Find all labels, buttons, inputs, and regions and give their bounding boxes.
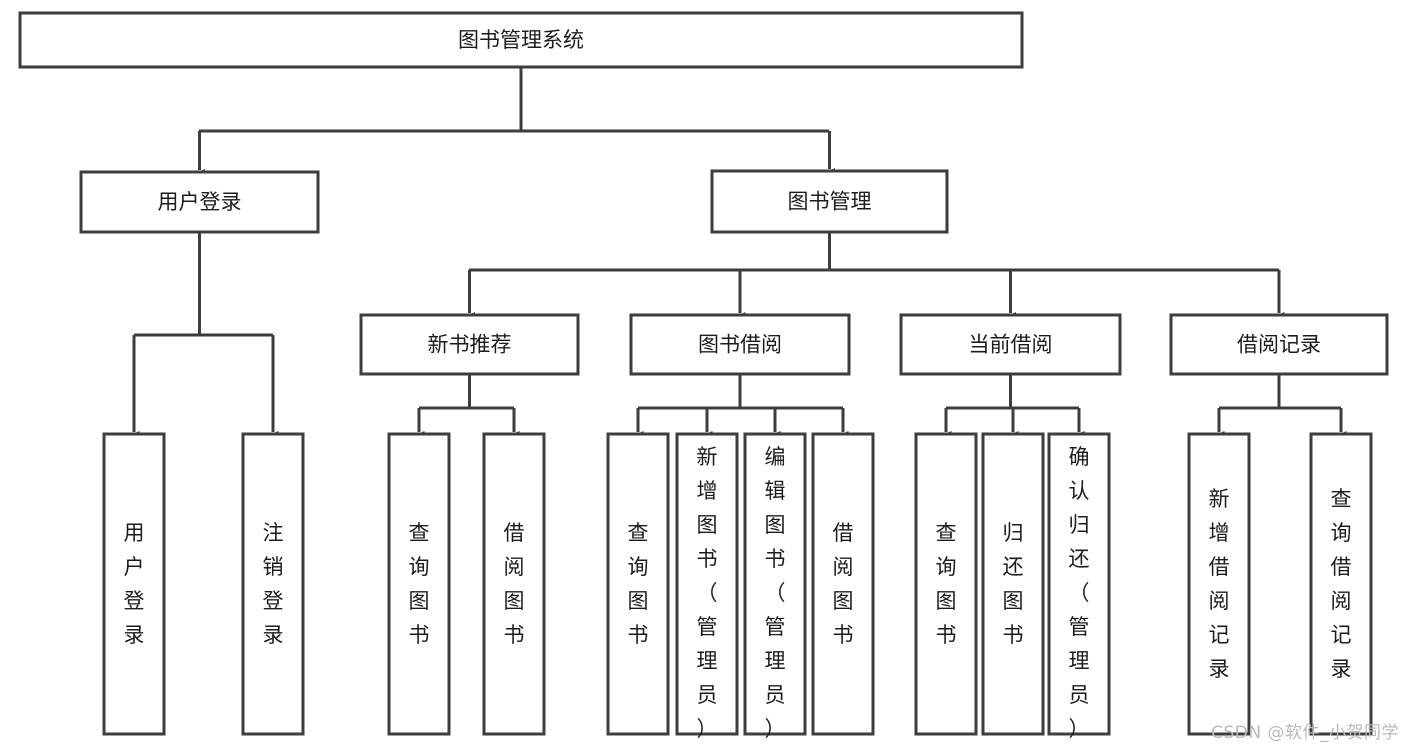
edges-layer: [128, 67, 1347, 441]
node-label-leaf-bo-add: 新增图书（管理员）: [697, 445, 718, 741]
connector-bus-root: [199, 129, 829, 133]
node-leaf-re-add[interactable]: 新增借阅记录: [1187, 432, 1251, 736]
node-label-leaf-nb-borrow: 借阅图书: [504, 521, 525, 647]
node-box-leaf-bo-query[interactable]: [606, 432, 670, 736]
node-box-leaf-re-query[interactable]: [1309, 432, 1373, 736]
node-leaf-cu-return[interactable]: 归还图书: [981, 432, 1045, 736]
node-label-leaf-cu-return: 归还图书: [1003, 521, 1024, 647]
node-box-bookmgmt[interactable]: [710, 169, 949, 234]
node-label-root: 图书管理系统: [458, 28, 584, 52]
node-current[interactable]: 当前借阅: [899, 313, 1122, 376]
node-box-record[interactable]: [1169, 313, 1389, 376]
node-label-leaf-re-add: 新增借阅记录: [1209, 487, 1230, 681]
node-newbook[interactable]: 新书推荐: [359, 313, 580, 376]
node-label-login: 用户登录: [158, 190, 242, 214]
node-borrow[interactable]: 图书借阅: [629, 313, 851, 376]
node-leaf-user-login[interactable]: 用户登录: [102, 432, 166, 736]
node-leaf-user-logout[interactable]: 注销登录: [241, 432, 305, 736]
node-label-leaf-nb-query: 查询图书: [409, 521, 430, 647]
node-box-borrow[interactable]: [629, 313, 851, 376]
node-box-leaf-nb-borrow[interactable]: [482, 432, 546, 736]
node-box-login[interactable]: [79, 170, 320, 234]
node-box-root[interactable]: [18, 11, 1024, 69]
node-label-leaf-user-login: 用户登录: [124, 521, 145, 647]
node-record[interactable]: 借阅记录: [1169, 313, 1389, 376]
node-label-leaf-cu-query: 查询图书: [936, 521, 957, 647]
node-leaf-bo-query[interactable]: 查询图书: [606, 432, 670, 736]
node-label-current: 当前借阅: [969, 333, 1053, 357]
node-box-newbook[interactable]: [359, 313, 580, 376]
node-box-leaf-cu-return[interactable]: [981, 432, 1045, 736]
node-label-record: 借阅记录: [1237, 333, 1321, 357]
node-box-leaf-user-logout[interactable]: [241, 432, 305, 736]
node-label-newbook: 新书推荐: [428, 333, 512, 357]
node-label-borrow: 图书借阅: [698, 333, 782, 357]
node-leaf-re-query[interactable]: 查询借阅记录: [1309, 432, 1373, 736]
node-leaf-nb-borrow[interactable]: 借阅图书: [482, 432, 546, 736]
node-box-leaf-bo-edit[interactable]: [743, 432, 807, 736]
node-box-leaf-user-login[interactable]: [102, 432, 166, 736]
node-label-bookmgmt: 图书管理: [788, 190, 872, 214]
connector-bus-newbook: [419, 406, 514, 410]
node-label-leaf-re-query: 查询借阅记录: [1331, 487, 1352, 681]
node-box-leaf-bo-add[interactable]: [675, 432, 739, 736]
node-leaf-bo-lend[interactable]: 借阅图书: [811, 432, 875, 736]
node-box-leaf-cu-query[interactable]: [914, 432, 978, 736]
node-label-leaf-user-logout: 注销登录: [263, 521, 284, 647]
node-box-current[interactable]: [899, 313, 1122, 376]
node-bookmgmt[interactable]: 图书管理: [710, 169, 949, 234]
node-leaf-bo-edit[interactable]: 编辑图书（管理员）: [743, 432, 807, 741]
node-box-leaf-bo-lend[interactable]: [811, 432, 875, 736]
node-label-leaf-bo-query: 查询图书: [628, 521, 649, 647]
node-label-leaf-bo-lend: 借阅图书: [833, 521, 854, 647]
node-box-leaf-nb-query[interactable]: [387, 432, 451, 736]
node-root[interactable]: 图书管理系统: [18, 11, 1024, 69]
node-leaf-cu-confirm[interactable]: 确认归还（管理员）: [1047, 432, 1111, 741]
nodes-layer: 图书管理系统用户登录图书管理新书推荐图书借阅当前借阅借阅记录用户登录注销登录查询…: [18, 11, 1389, 741]
connector-bus-login: [134, 333, 273, 337]
node-label-leaf-bo-edit: 编辑图书（管理员）: [765, 445, 786, 741]
node-leaf-bo-add[interactable]: 新增图书（管理员）: [675, 432, 739, 741]
node-box-leaf-cu-confirm[interactable]: [1047, 432, 1111, 736]
connector-bus-bookmgmt: [469, 268, 1279, 272]
node-leaf-nb-query[interactable]: 查询图书: [387, 432, 451, 736]
node-box-leaf-re-add[interactable]: [1187, 432, 1251, 736]
node-login[interactable]: 用户登录: [79, 170, 320, 234]
node-label-leaf-cu-confirm: 确认归还（管理员）: [1069, 445, 1090, 741]
node-leaf-cu-query[interactable]: 查询图书: [914, 432, 978, 736]
